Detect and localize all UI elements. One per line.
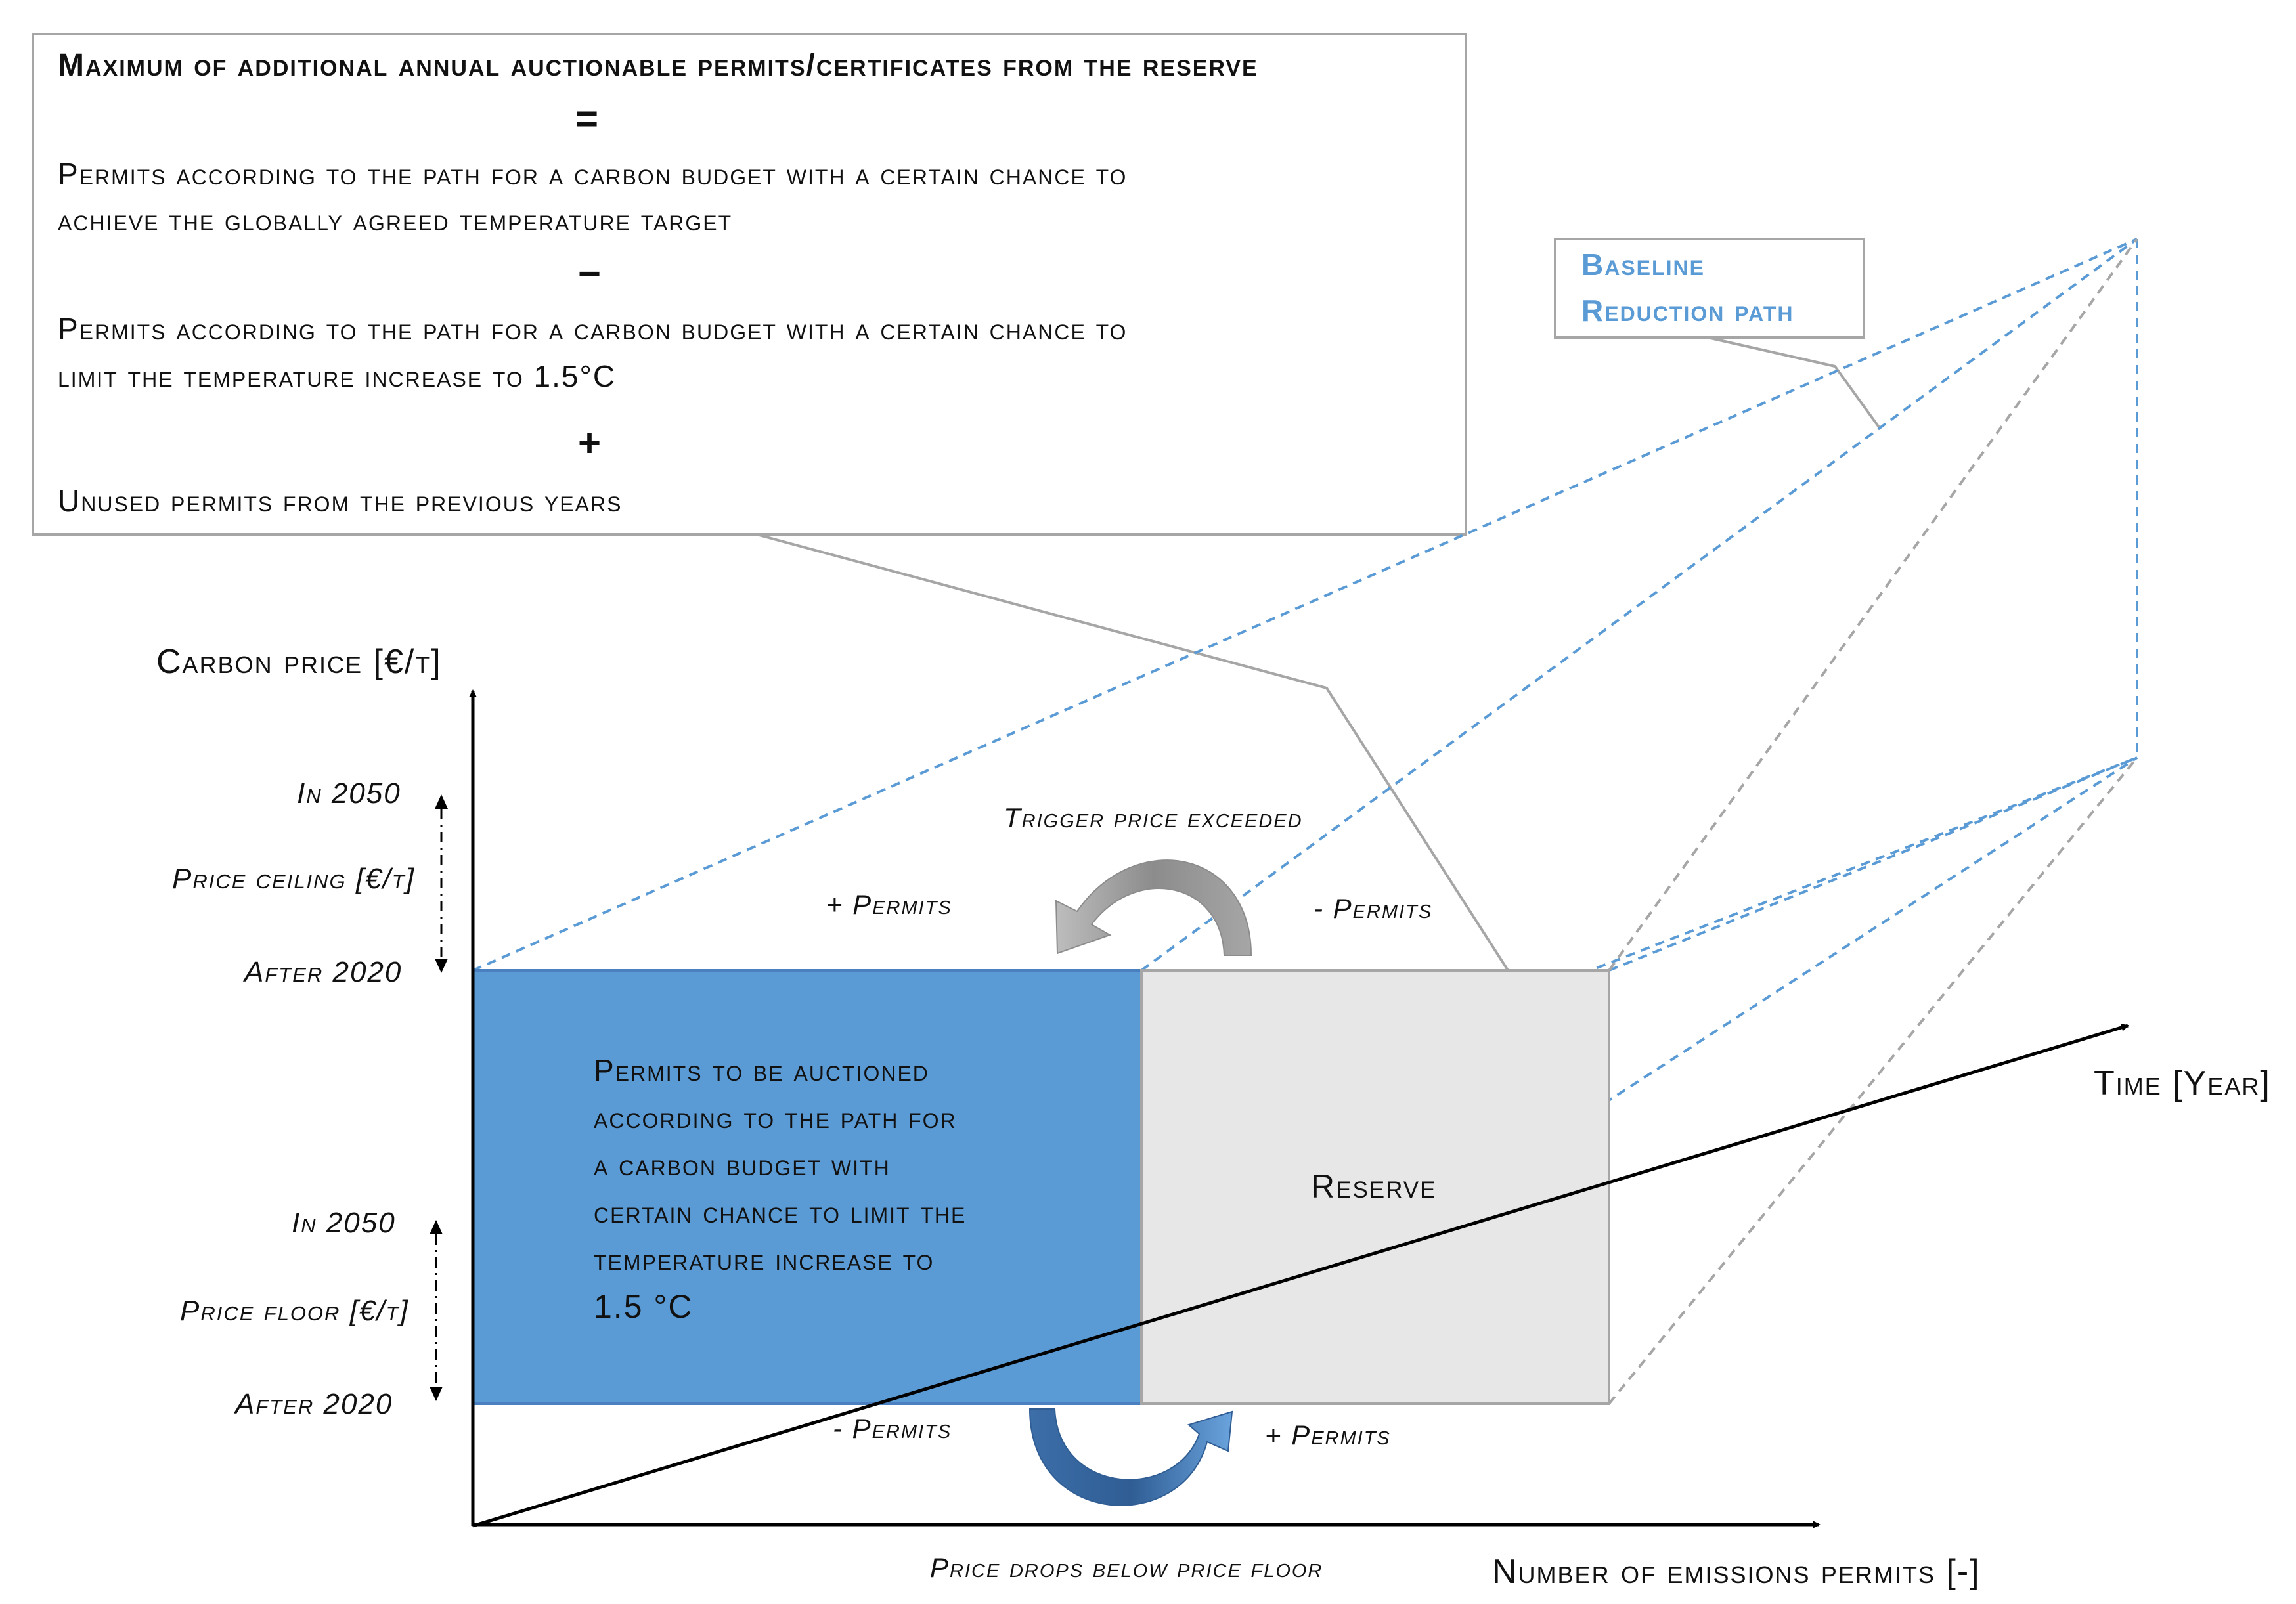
price-floor-trigger-label: Price drops below price floor [930, 1552, 1323, 1583]
formula-minus: − [578, 251, 602, 295]
top-plus-permits-label: + Permits [826, 889, 952, 920]
formula-plus: + [578, 421, 602, 465]
auction-box-line5: temperature increase to [594, 1242, 935, 1276]
baseline-label-box [1554, 238, 1865, 339]
auction-box-line4: certain chance to limit the [594, 1195, 967, 1229]
auction-box-line1: Permits to be auctioned [594, 1053, 929, 1087]
formula-term1-line2: achieve the globally agreed temperature … [58, 203, 733, 237]
auction-box-line6: 1.5 °C [594, 1288, 694, 1325]
price-ceiling-bottom-label: After 2020 [244, 956, 403, 988]
auction-box [472, 969, 1143, 1405]
baseline-label-line1: Baseline [1581, 248, 1705, 282]
bottom-minus-permits-label: - Permits [833, 1413, 952, 1444]
y-axis-label: Carbon price [€/t] [156, 643, 442, 681]
x-axis-label: Number of emissions permits [-] [1492, 1553, 1981, 1591]
baseline-label-line2: Reduction path [1581, 293, 1794, 328]
top-minus-permits-label: - Permits [1314, 893, 1433, 924]
formula-term2-line1: Permits according to the path for a carb… [58, 312, 1128, 346]
formula-title: Maximum of additional annual auctionable… [58, 48, 1258, 83]
auction-box-line2: according to the path for [594, 1100, 957, 1135]
time-axis [472, 1024, 2129, 1528]
price-floor-range-arrow [430, 1220, 443, 1401]
price-ceiling-label: Price ceiling [€/t] [172, 863, 415, 895]
formula-equals: = [575, 97, 599, 141]
auction-box-line3: a carbon budget with [594, 1148, 891, 1182]
price-floor-top-label: In 2050 [292, 1207, 396, 1239]
formula-box [32, 33, 1467, 536]
trigger-price-label: Trigger price exceeded [1004, 802, 1303, 833]
bottom-plus-permits-label: + Permits [1265, 1420, 1391, 1450]
price-floor-bottom-label: After 2020 [235, 1388, 393, 1420]
reserve-label: Reserve [1311, 1168, 1437, 1205]
price-ceiling-top-label: In 2050 [297, 777, 401, 810]
trigger-price-curved-arrow [1055, 859, 1252, 956]
reserve-box [1140, 969, 1610, 1405]
formula-term3: Unused permits from the previous years [58, 484, 623, 518]
price-floor-label: Price floor [€/t] [180, 1295, 409, 1327]
baseline-leader-line [1707, 336, 1881, 429]
formula-term1-line1: Permits according to the path for a carb… [58, 157, 1128, 191]
formula-leader-line [756, 533, 1512, 976]
reserve-path-dashes [1608, 238, 2138, 1405]
price-ceiling-range-arrow [435, 794, 448, 973]
formula-term2-line2: limit the temperature increase to 1.5°C [58, 359, 617, 393]
time-axis-label: Time [Year] [2094, 1064, 2271, 1102]
price-floor-curved-arrow [1028, 1408, 1233, 1506]
